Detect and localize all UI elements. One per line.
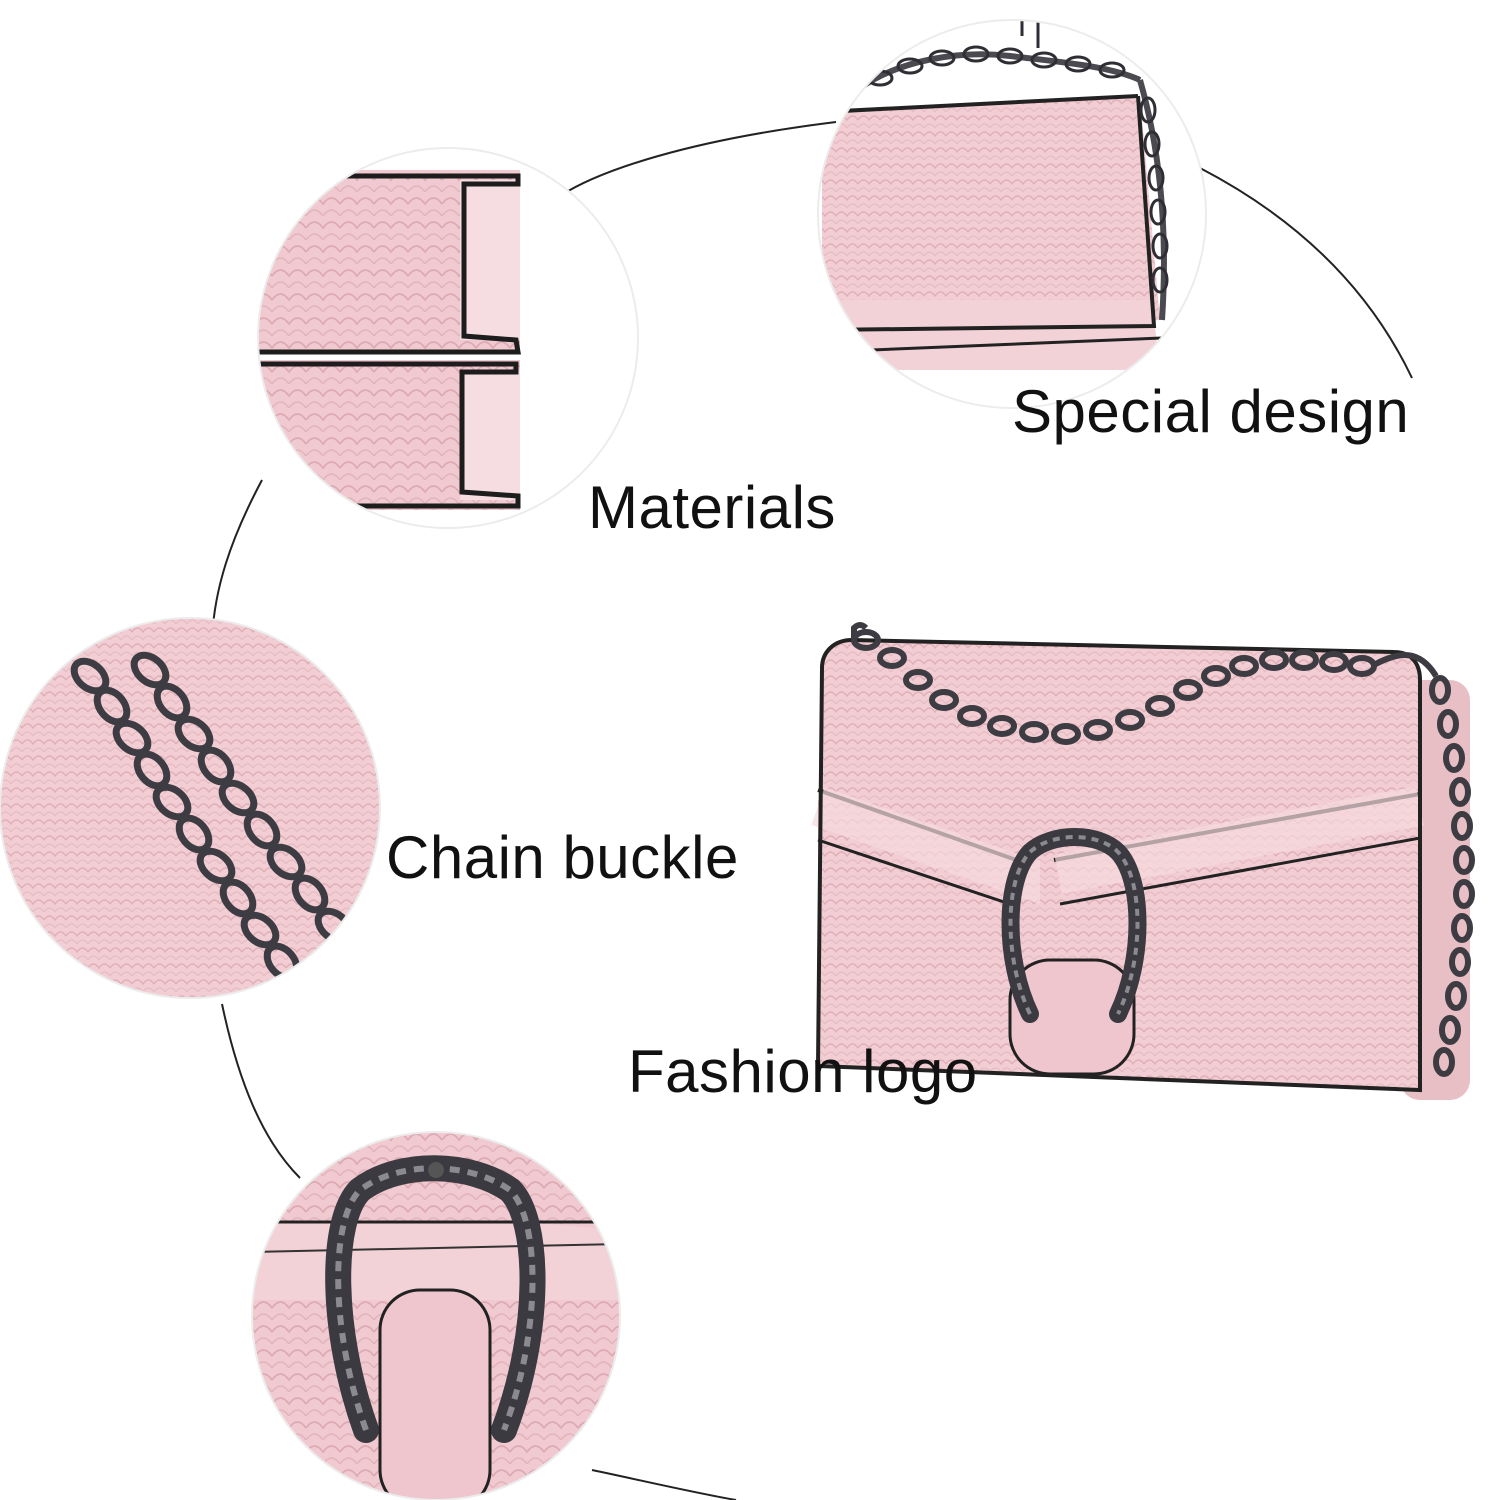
- fashion-logo-closeup: [252, 1132, 620, 1500]
- connector-right: [1199, 167, 1413, 379]
- chain-buckle-closeup: [0, 618, 380, 998]
- special-design-closeup: [818, 20, 1206, 408]
- materials-closeup: [258, 148, 638, 528]
- main-bag: [811, 622, 1475, 1100]
- label-materials: Materials: [588, 474, 836, 541]
- label-special-design: Special design: [1012, 378, 1410, 445]
- connector-arc: [211, 121, 837, 1500]
- label-fashion-logo: Fashion logo: [628, 1038, 978, 1105]
- label-chain-buckle: Chain buckle: [386, 824, 739, 891]
